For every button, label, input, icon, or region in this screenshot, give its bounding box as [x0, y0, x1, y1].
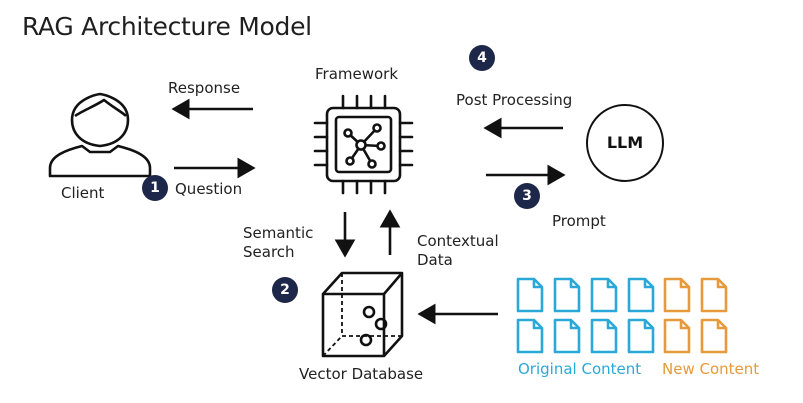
diagram-title: RAG Architecture Model: [22, 12, 312, 41]
cube-icon: [321, 271, 404, 358]
step-badge-3: 3: [514, 183, 540, 209]
new-doc-icon: [700, 277, 728, 313]
original-content-label: Original Content: [518, 360, 642, 378]
semantic-search-label-line2: Search: [243, 243, 295, 261]
step-badge-2: 2: [272, 277, 298, 303]
new-content-label: New Content: [662, 360, 760, 378]
original-doc-icon: [627, 318, 655, 354]
original-doc-icon: [553, 318, 581, 354]
original-doc-icon: [590, 318, 618, 354]
prompt-label: Prompt: [552, 212, 606, 230]
client-label: Client: [61, 184, 105, 202]
original-doc-icon: [627, 277, 655, 313]
step-badge-1: 1: [142, 175, 168, 201]
original-doc-icon: [516, 318, 544, 354]
question-label: Question: [175, 180, 243, 198]
contextual-data-label-line1: Contextual: [417, 232, 499, 250]
original-doc-icon: [590, 277, 618, 313]
vector-database-label: Vector Database: [299, 365, 424, 383]
person-icon: [48, 92, 152, 178]
chip-network-icon: [313, 94, 414, 195]
new-content-docs: [663, 277, 728, 354]
contextual-data-label-line2: Data: [417, 251, 453, 269]
new-doc-icon: [663, 318, 691, 354]
step-badge-4: 4: [469, 45, 495, 71]
llm-node: LLM: [586, 104, 664, 182]
framework-label: Framework: [315, 65, 399, 83]
original-doc-icon: [516, 277, 544, 313]
new-doc-icon: [700, 318, 728, 354]
original-content-docs: [516, 277, 655, 354]
original-doc-icon: [553, 277, 581, 313]
new-doc-icon: [663, 277, 691, 313]
response-label: Response: [168, 79, 241, 97]
semantic-search-label-line1: Semantic: [243, 224, 314, 242]
post-processing-label: Post Processing: [456, 91, 573, 109]
